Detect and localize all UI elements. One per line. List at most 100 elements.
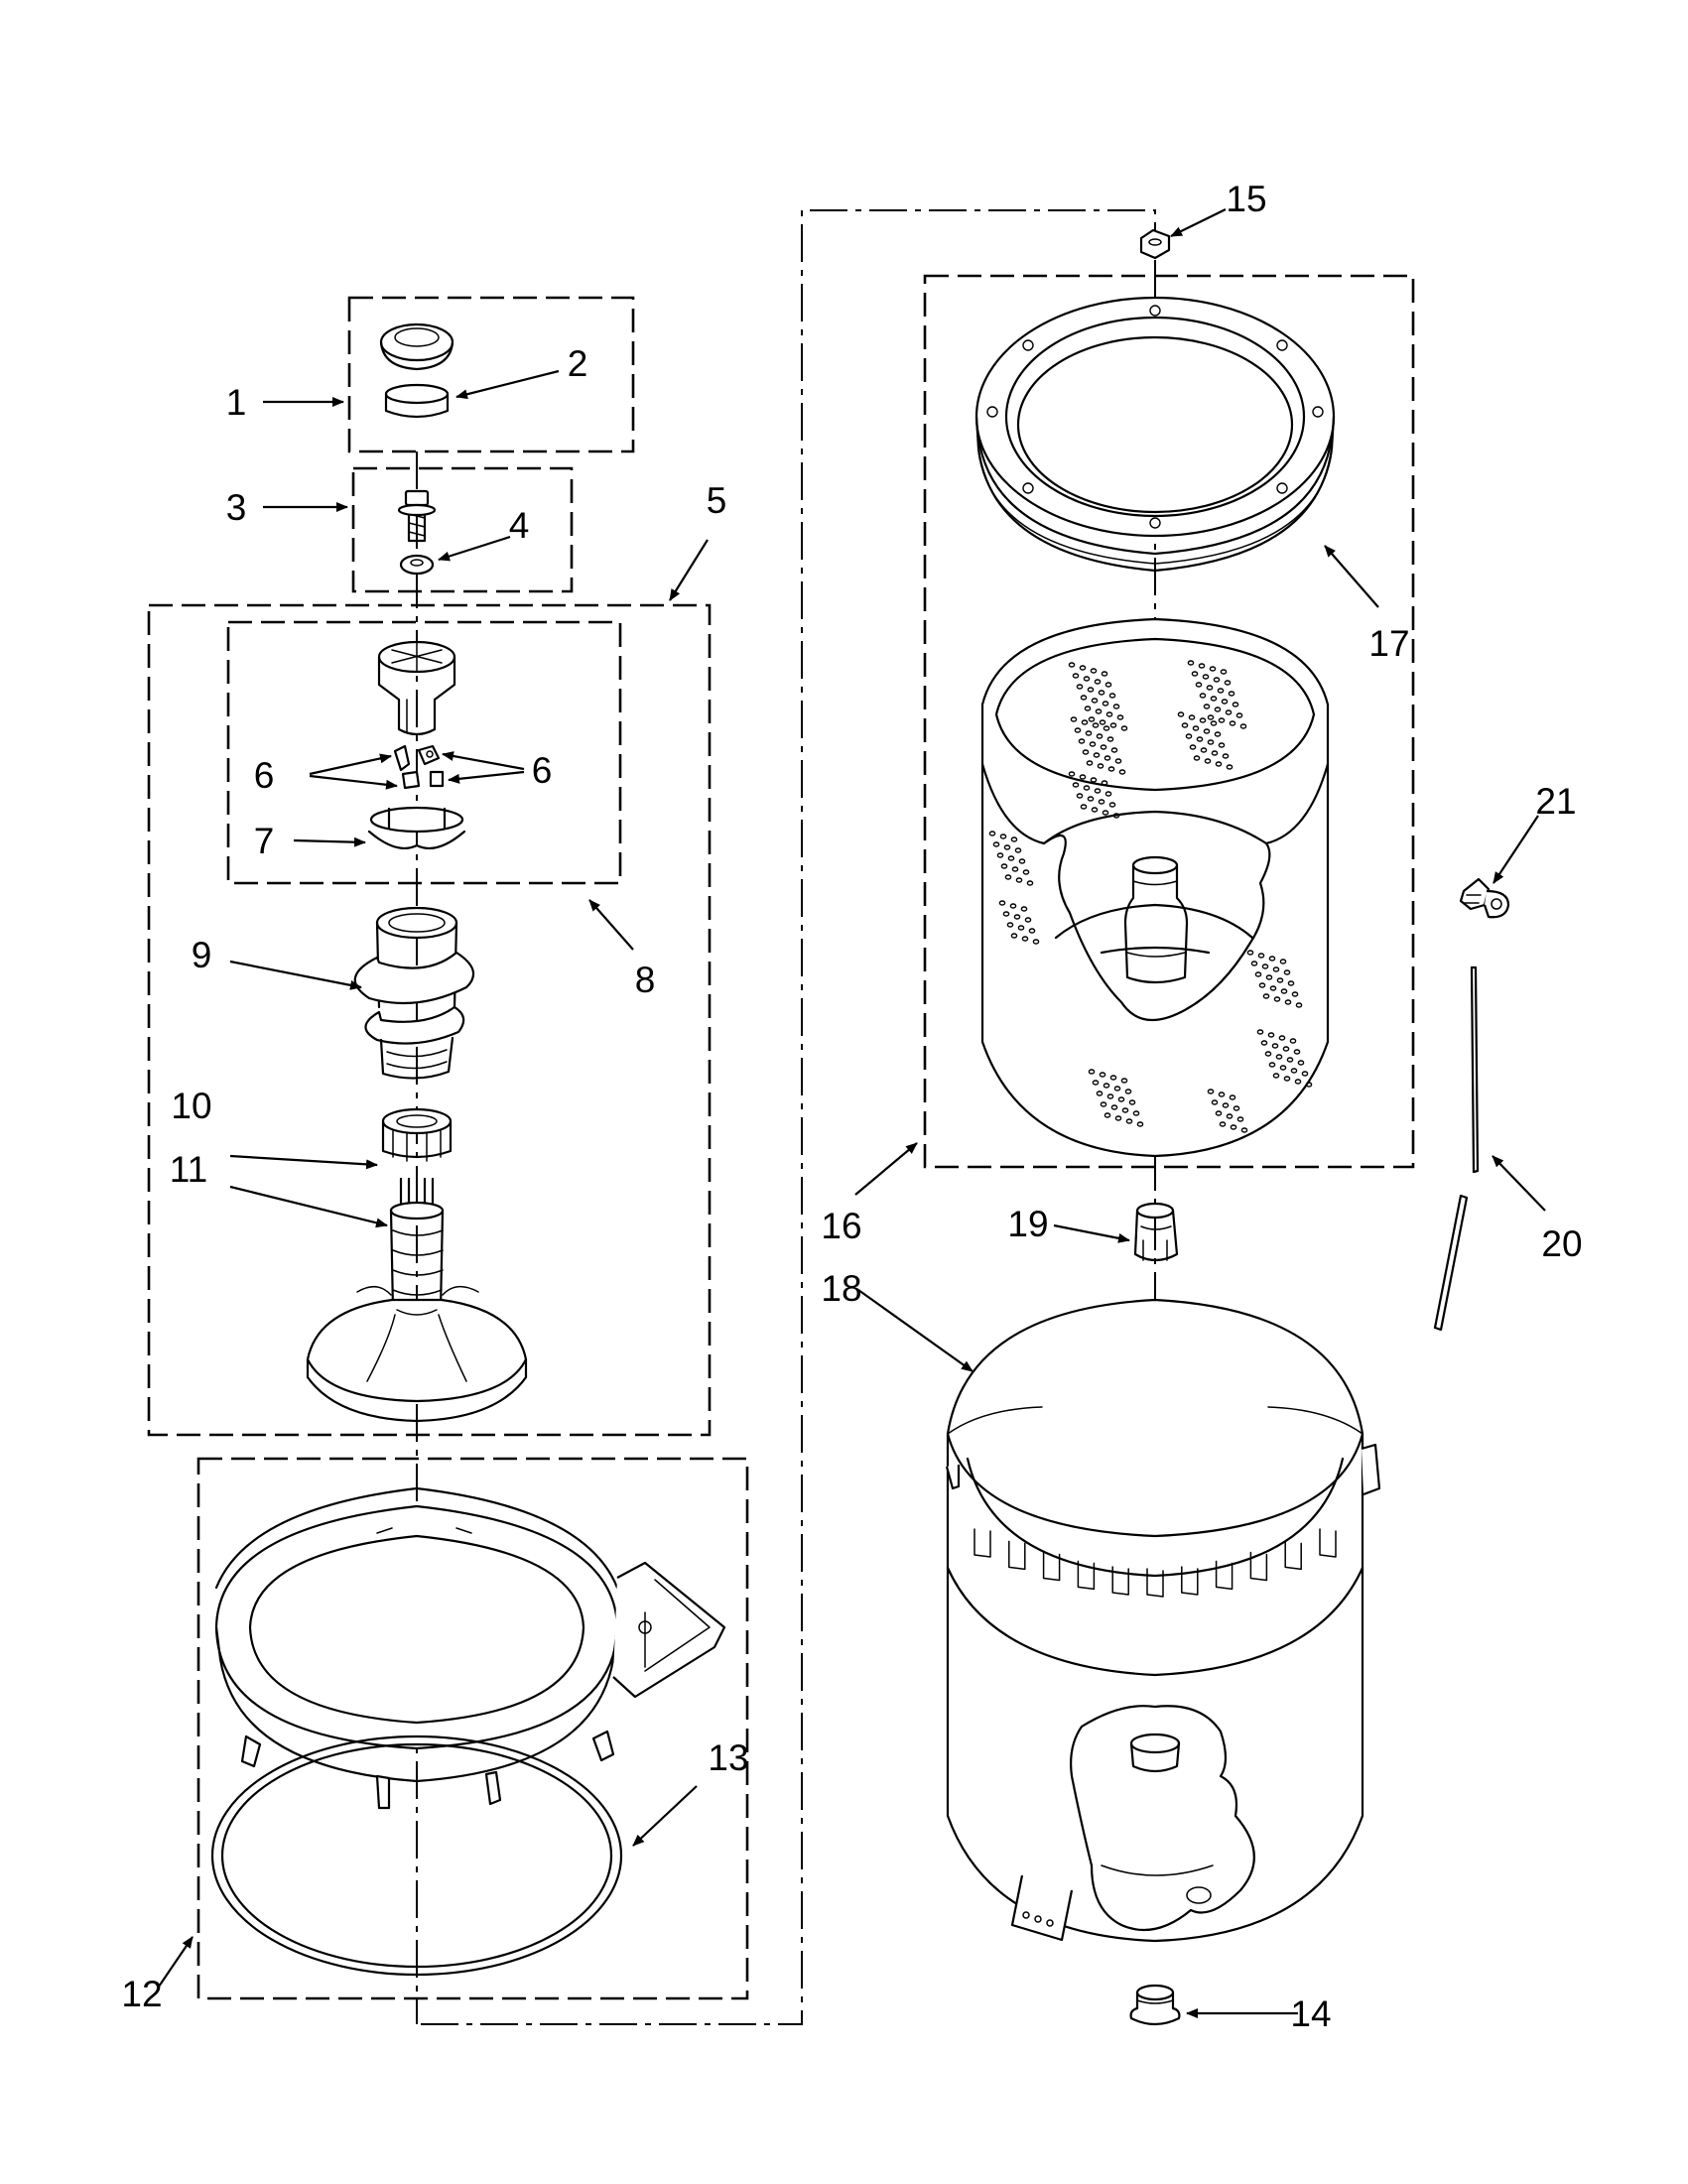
callout-1: 1 xyxy=(226,382,247,423)
perforation-hole xyxy=(1124,1089,1132,1094)
perforation-hole xyxy=(1116,714,1124,720)
perforation-hole xyxy=(1213,677,1221,683)
perforation-hole xyxy=(1068,771,1076,777)
group-box-agitator-assembly xyxy=(147,603,712,1437)
callout-6-left: 6 xyxy=(254,755,275,796)
perforation-hole xyxy=(1098,690,1105,696)
part-cam-spring xyxy=(367,806,466,849)
perforation-hole xyxy=(1262,993,1270,999)
perforation-hole xyxy=(1028,928,1036,934)
leader-lines xyxy=(158,208,1546,2018)
perforation-hole xyxy=(1210,696,1218,702)
perforation-hole xyxy=(1199,693,1207,699)
perforation-hole xyxy=(1294,1079,1302,1085)
part-drive-bushing xyxy=(1133,1202,1179,1262)
perforation-hole xyxy=(1256,1029,1264,1035)
perforation-hole xyxy=(1203,704,1211,709)
callout-18: 18 xyxy=(821,1268,861,1309)
part-agitator-dogs xyxy=(393,744,445,790)
perforation-hole xyxy=(1117,1096,1125,1102)
callout-13: 13 xyxy=(708,1737,748,1778)
vent-slot xyxy=(1215,1560,1234,1591)
perforation-hole xyxy=(1192,725,1200,731)
perforation-hole xyxy=(1275,1054,1283,1060)
perforation-hole xyxy=(1217,688,1225,694)
perforation-hole xyxy=(1084,706,1092,711)
perforation-hole xyxy=(1091,698,1099,704)
perforation-hole xyxy=(1260,1040,1268,1046)
perforation-hole xyxy=(1094,679,1102,685)
perforation-hole xyxy=(1301,1071,1309,1077)
perforation-hole xyxy=(1214,707,1222,712)
perforation-hole xyxy=(1015,877,1023,883)
perforation-hole xyxy=(1011,866,1019,872)
perforation-hole xyxy=(1200,747,1208,753)
perforation-hole xyxy=(1276,977,1284,983)
vent-slot xyxy=(974,1528,991,1558)
callout-17: 17 xyxy=(1368,623,1409,664)
callout-16: 16 xyxy=(821,1206,861,1246)
perforation-hole xyxy=(1189,744,1197,750)
vent-slot xyxy=(1146,1568,1164,1598)
perforation-hole xyxy=(1109,1075,1117,1081)
perforation-hole xyxy=(998,900,1006,906)
callout-11: 11 xyxy=(170,1149,207,1190)
perforation-hole xyxy=(1112,704,1120,709)
perforation-hole xyxy=(1106,736,1114,742)
perforation-hole xyxy=(1265,974,1273,980)
perforation-hole xyxy=(1258,982,1266,988)
perforation-hole xyxy=(1104,791,1112,797)
perforation-hole xyxy=(1235,712,1243,718)
perforation-hole xyxy=(1072,782,1080,788)
perforation-hole xyxy=(1295,1002,1303,1008)
perforation-hole xyxy=(1090,668,1098,674)
perforation-hole xyxy=(1240,1127,1248,1133)
callout-4: 4 xyxy=(509,505,530,546)
perforation-hole xyxy=(1110,747,1118,753)
perforation-hole xyxy=(1218,717,1226,723)
perforation-hole xyxy=(1279,959,1287,964)
perforation-hole xyxy=(1230,1124,1237,1130)
perforation-hole xyxy=(1185,733,1193,739)
perforation-hole xyxy=(1108,693,1116,699)
perforation-hole xyxy=(1272,966,1280,972)
perforation-hole xyxy=(1002,911,1010,917)
perforation-hole xyxy=(1089,741,1097,747)
perforation-hole xyxy=(1110,1104,1118,1110)
perforation-hole xyxy=(1090,777,1098,783)
vent-slot xyxy=(1111,1566,1129,1596)
perforation-hole xyxy=(1083,785,1091,791)
perforation-hole xyxy=(1024,917,1032,923)
perforation-hole xyxy=(1215,1110,1223,1116)
perforation-hole xyxy=(1114,758,1122,764)
callout-3: 3 xyxy=(226,487,247,528)
perforation-hole xyxy=(1114,1115,1122,1121)
perforation-hole xyxy=(1222,1102,1230,1108)
perforation-hole xyxy=(1246,950,1254,956)
part-drain-plug xyxy=(1129,1984,1181,2026)
perforation-hole xyxy=(1004,874,1012,880)
perforation-hole xyxy=(1080,804,1088,810)
perforation-hole xyxy=(1104,682,1112,688)
perforation-hole xyxy=(1128,1099,1136,1105)
perforation-hole xyxy=(1026,880,1034,886)
perforation-hole xyxy=(1271,1043,1279,1049)
perforation-hole xyxy=(1101,671,1108,677)
perforation-hole xyxy=(1103,725,1110,731)
perforation-hole xyxy=(1102,810,1109,816)
perforation-hole xyxy=(1233,1105,1240,1111)
perforation-hole xyxy=(988,831,996,836)
perforation-hole xyxy=(1215,761,1223,767)
perforation-hole xyxy=(1254,971,1262,977)
perforation-hole xyxy=(1107,766,1115,772)
perforation-hole xyxy=(1014,847,1022,853)
perforation-hole xyxy=(1228,691,1235,697)
callout-8: 8 xyxy=(635,960,656,1000)
perforation-hole xyxy=(1103,1083,1110,1089)
perforation-hole xyxy=(1187,660,1195,666)
part-agitator-cap xyxy=(379,322,454,371)
perforation-hole xyxy=(1000,863,1008,869)
perforation-hole xyxy=(1226,764,1234,770)
perforation-hole xyxy=(1018,858,1026,864)
vent-slot xyxy=(1284,1540,1302,1571)
